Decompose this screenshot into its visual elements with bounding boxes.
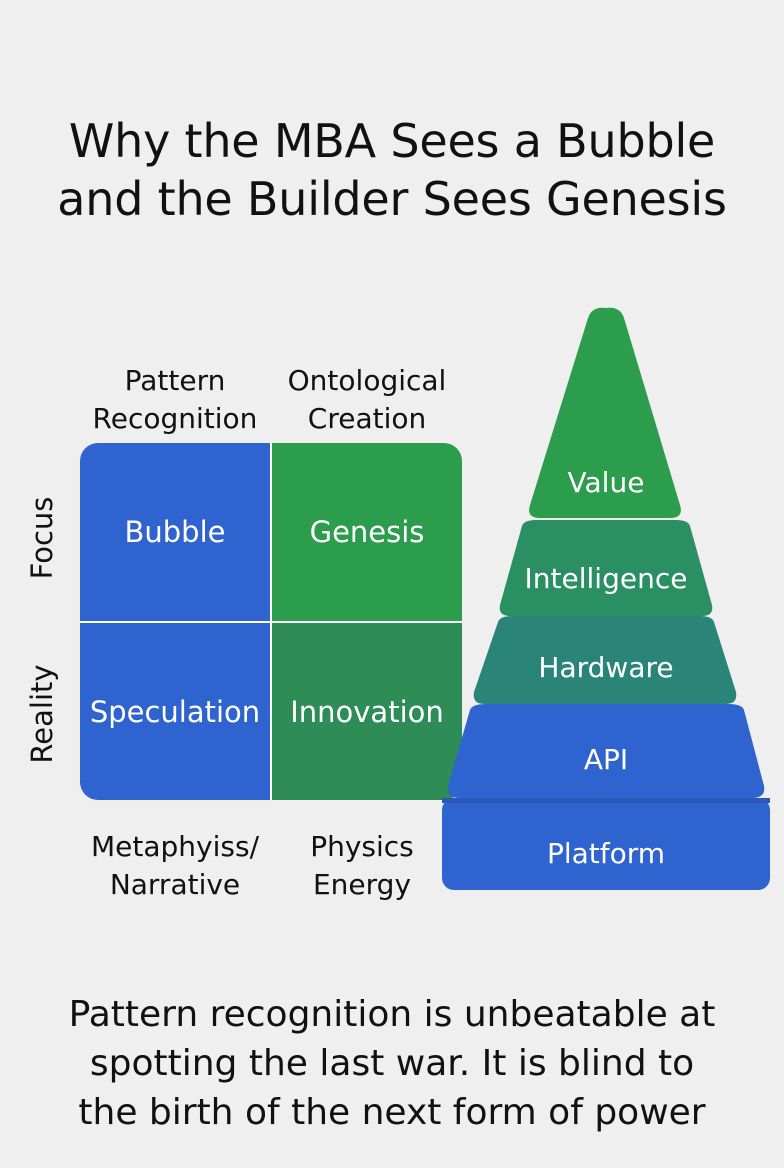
column-label-line: Metaphyiss/ <box>91 830 259 863</box>
quote-line-1: Pattern recognition is unbeatable at <box>68 994 716 1035</box>
column-label-line: Pattern <box>124 364 226 397</box>
pyramid-tier-api <box>447 704 765 798</box>
quote-line-2: spotting the last war. It is blind to <box>89 1043 695 1084</box>
stack-pyramid: Value Intelligence Hardware API Platform <box>440 300 780 900</box>
pyramid-tier-hardware <box>473 616 737 704</box>
quadrant-innovation: Innovation <box>272 623 462 800</box>
quadrant-bubble: Bubble <box>80 443 270 621</box>
pyramid-tier-intelligence <box>499 520 713 616</box>
pyramid-tier-divider <box>442 798 770 803</box>
pyramid-tier-intelligence-label: Intelligence <box>525 562 688 595</box>
column-label-physics-energy: Physics Energy <box>267 828 457 904</box>
column-label-metaphysics-narrative: Metaphyiss/ Narrative <box>80 828 270 904</box>
quadrant-matrix: Bubble Genesis Speculation Innovation <box>80 443 462 800</box>
column-label-line: Ontological <box>287 364 447 397</box>
quadrant-genesis: Genesis <box>272 443 462 621</box>
pyramid-tier-hardware-label: Hardware <box>538 651 673 684</box>
row-label-reality: Reality <box>25 664 59 764</box>
column-label-line: Physics <box>310 830 414 863</box>
column-label-line: Narrative <box>109 868 241 901</box>
closing-quote: Pattern recognition is unbeatable at spo… <box>0 990 784 1137</box>
quote-line-3: the birth of the next form of power <box>78 1092 706 1133</box>
pyramid-tier-value-label: Value <box>568 466 645 499</box>
column-label-line: Recognition <box>92 402 258 435</box>
pyramid-tier-api-label: API <box>584 743 628 776</box>
column-label-line: Energy <box>312 868 412 901</box>
column-label-ontological-creation: Ontological Creation <box>272 362 462 438</box>
title-line-1: Why the MBA Sees a Bubble <box>68 114 716 168</box>
pyramid-tier-platform <box>442 798 770 890</box>
pyramid-tier-value <box>529 307 681 518</box>
column-label-line: Creation <box>307 402 427 435</box>
title-line-2: and the Builder Sees Genesis <box>57 172 727 226</box>
pyramid-tier-platform-label: Platform <box>547 837 665 870</box>
row-label-focus: Focus <box>25 496 59 580</box>
quadrant-speculation: Speculation <box>80 623 270 800</box>
column-label-pattern-recognition: Pattern Recognition <box>80 362 270 438</box>
page-title: Why the MBA Sees a Bubble and the Builde… <box>0 112 784 228</box>
